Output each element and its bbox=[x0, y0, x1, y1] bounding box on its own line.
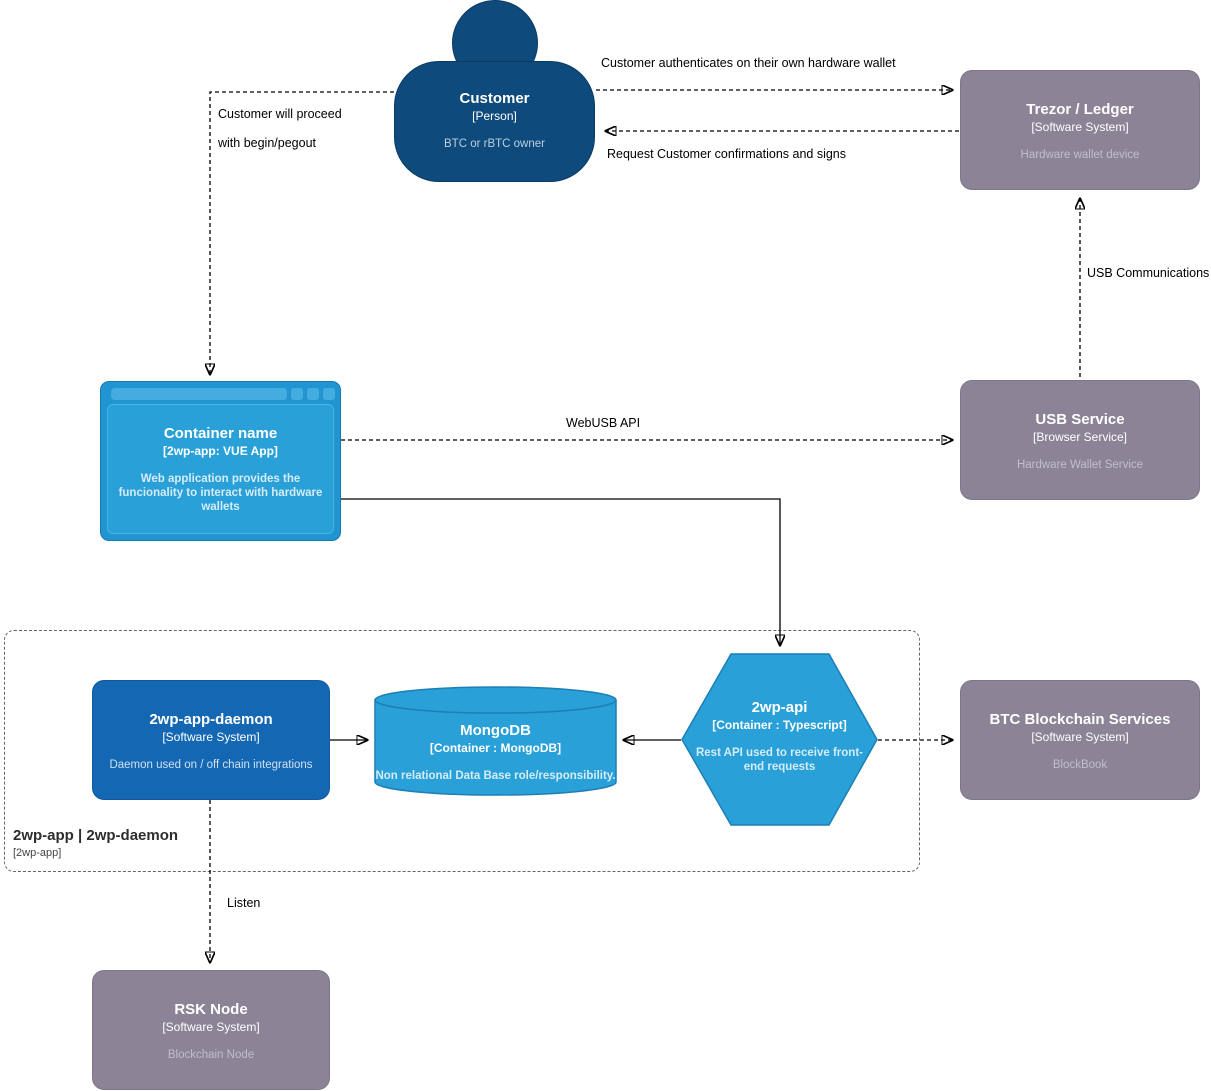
node-subtitle: [2wp-app: VUE App] bbox=[163, 444, 278, 458]
node-description: Non relational Data Base role/responsibi… bbox=[375, 770, 616, 782]
node-subtitle: [Container : MongoDB] bbox=[429, 741, 562, 755]
boundary-subtitle: [2wp-app] bbox=[13, 847, 62, 859]
person-body: Customer [Person] BTC or rBTC owner bbox=[394, 61, 595, 182]
cylinder-shape-icon bbox=[374, 686, 617, 796]
node-usb-service[interactable]: USB Service [Browser Service] Hardware W… bbox=[960, 380, 1200, 500]
node-mongodb[interactable]: MongoDB [Container : MongoDB] Non relati… bbox=[374, 686, 617, 796]
node-subtitle: [Software System] bbox=[162, 1020, 260, 1034]
node-description: Hardware wallet device bbox=[1020, 149, 1140, 161]
node-title: BTC Blockchain Services bbox=[989, 711, 1171, 728]
hexagon-shape-icon bbox=[681, 653, 878, 826]
node-subtitle: [Software System] bbox=[1031, 730, 1129, 744]
node-title: 2wp-app-daemon bbox=[149, 711, 273, 728]
node-subtitle: [Person] bbox=[472, 109, 517, 123]
node-description: Rest API used to receive front-end reque… bbox=[695, 747, 863, 773]
node-title: Trezor / Ledger bbox=[1026, 101, 1134, 118]
browser-button-icon bbox=[291, 388, 303, 400]
node-description: BlockBook bbox=[1052, 759, 1108, 771]
node-subtitle: [Container : Typescript] bbox=[712, 718, 847, 732]
node-description: Hardware Wallet Service bbox=[1016, 459, 1144, 471]
edge-label-webusb-api: WebUSB API bbox=[566, 416, 641, 430]
node-description: BTC or rBTC owner bbox=[444, 138, 545, 150]
node-description: Web application provides the funcionalit… bbox=[118, 473, 323, 513]
browser-content-panel: Container name [2wp-app: VUE App] Web ap… bbox=[107, 404, 334, 534]
node-title: Container name bbox=[163, 425, 278, 442]
edge-customer-to-container bbox=[210, 91, 394, 374]
node-btc-blockchain-services[interactable]: BTC Blockchain Services [Software System… bbox=[960, 680, 1200, 800]
node-rsk-node[interactable]: RSK Node [Software System] Blockchain No… bbox=[92, 970, 330, 1090]
node-container-vue-app[interactable]: Container name [2wp-app: VUE App] Web ap… bbox=[100, 381, 341, 541]
boundary-title: 2wp-app | 2wp-daemon bbox=[13, 827, 179, 844]
edge-label-trezor-customer: Request Customer confirmations and signs bbox=[607, 147, 847, 161]
browser-address-bar bbox=[111, 388, 287, 400]
node-title: 2wp-api bbox=[751, 699, 808, 716]
edge-container-to-api bbox=[341, 498, 780, 645]
edge-label-usb-communications: USB Communications bbox=[1087, 266, 1210, 280]
node-customer[interactable]: Customer [Person] BTC or rBTC owner bbox=[394, 0, 595, 186]
browser-button-icon bbox=[323, 388, 335, 400]
node-2wp-app-daemon[interactable]: 2wp-app-daemon [Software System] Daemon … bbox=[92, 680, 330, 800]
node-2wp-api[interactable]: 2wp-api [Container : Typescript] Rest AP… bbox=[681, 653, 878, 826]
browser-button-icon bbox=[307, 388, 319, 400]
node-title: RSK Node bbox=[174, 1001, 248, 1018]
node-title: Customer bbox=[459, 90, 530, 107]
node-subtitle: [Software System] bbox=[162, 730, 260, 744]
node-description: Daemon used on / off chain integrations bbox=[109, 759, 313, 771]
node-title: USB Service bbox=[1035, 411, 1125, 428]
node-subtitle: [Software System] bbox=[1031, 120, 1129, 134]
edge-label-proceed-line2: with begin/pegout bbox=[218, 136, 316, 150]
edge-label-proceed-line1: Customer will proceed bbox=[218, 107, 342, 121]
boundary-2wp-app: 2wp-app | 2wp-daemon [2wp-app] bbox=[4, 630, 920, 872]
edge-label-listen: Listen bbox=[227, 896, 261, 910]
node-subtitle: [Browser Service] bbox=[1032, 430, 1128, 444]
node-trezor-ledger[interactable]: Trezor / Ledger [Software System] Hardwa… bbox=[960, 70, 1200, 190]
node-title: MongoDB bbox=[460, 722, 531, 739]
node-description: Blockchain Node bbox=[167, 1049, 255, 1061]
edge-label-customer-trezor: Customer authenticates on their own hard… bbox=[601, 56, 896, 70]
